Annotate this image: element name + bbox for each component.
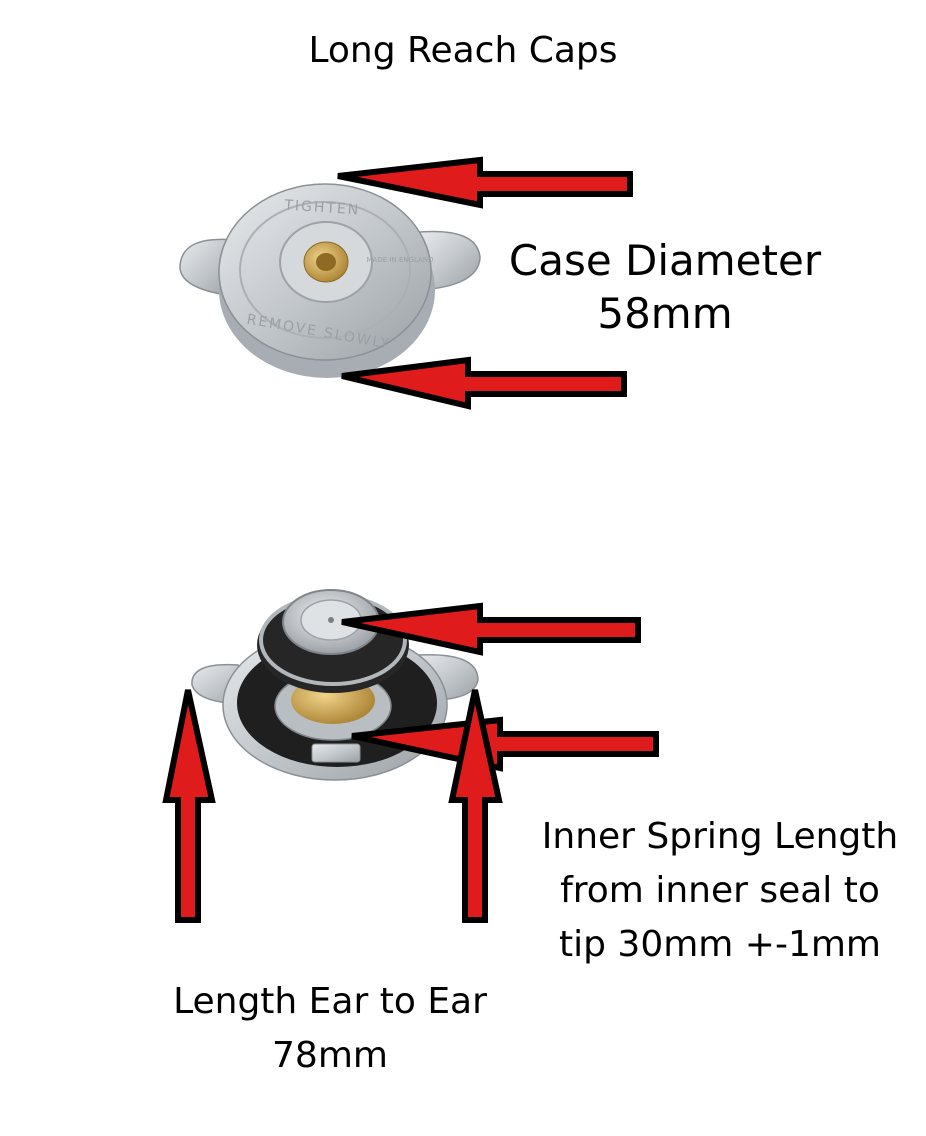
case-diameter-label: Case Diameter 58mm bbox=[470, 235, 860, 340]
ear-to-ear-label: Length Ear to Ear 78mm bbox=[130, 975, 530, 1083]
embossed-made-in: MADE IN ENGLAND bbox=[367, 256, 434, 264]
inner-spring-line-2: from inner seal to bbox=[560, 870, 880, 911]
arrow-case-top bbox=[337, 156, 633, 209]
ear-to-ear-text: Length Ear to Ear bbox=[173, 981, 487, 1022]
arrow-ear-right bbox=[448, 689, 503, 923]
case-diameter-text: Case Diameter bbox=[508, 236, 822, 285]
arrow-spring-bottom bbox=[351, 716, 659, 772]
inner-spring-line-3: tip 30mm +-1mm bbox=[559, 924, 881, 965]
top-cap-image: TIGHTEN REMOVE SLOWLY MADE IN ENGLAND bbox=[179, 183, 481, 378]
page-title: Long Reach Caps bbox=[308, 30, 618, 71]
embossed-tighten: TIGHTEN bbox=[283, 197, 361, 218]
ear-to-ear-value: 78mm bbox=[272, 1035, 388, 1076]
arrow-case-bottom bbox=[341, 356, 627, 410]
case-diameter-value: 58mm bbox=[597, 288, 733, 338]
inner-spring-line-1: Inner Spring Length bbox=[541, 816, 899, 857]
arrow-ear-left bbox=[162, 689, 216, 923]
arrow-spring-top bbox=[341, 602, 641, 656]
inner-spring-label: Inner Spring Length from inner seal to t… bbox=[520, 810, 920, 972]
